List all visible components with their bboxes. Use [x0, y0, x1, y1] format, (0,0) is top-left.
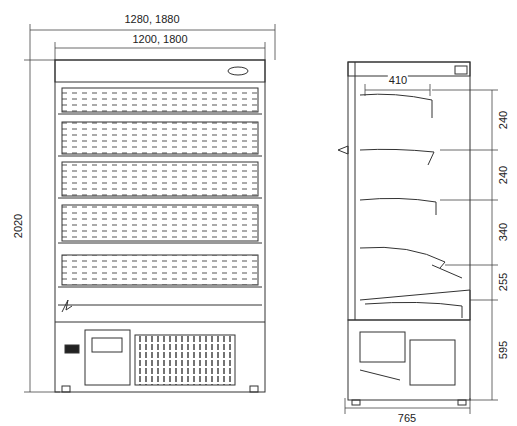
dimension-label: 240: [497, 165, 509, 185]
dimension-label: 2020: [12, 213, 24, 239]
dimension-label: 1280, 1880: [123, 13, 180, 25]
front-view: [55, 60, 265, 392]
dimension-label: 1200, 1800: [131, 33, 188, 45]
dimension-label: 255: [497, 272, 509, 292]
side-view: [338, 62, 470, 405]
dimension-label: 240: [497, 110, 509, 130]
dimension-label: 410: [388, 74, 408, 86]
dimension-label: 340: [497, 222, 509, 242]
dimension-lines: [24, 24, 498, 414]
dimension-label: 595: [497, 340, 509, 360]
dimension-label: 765: [397, 412, 417, 424]
